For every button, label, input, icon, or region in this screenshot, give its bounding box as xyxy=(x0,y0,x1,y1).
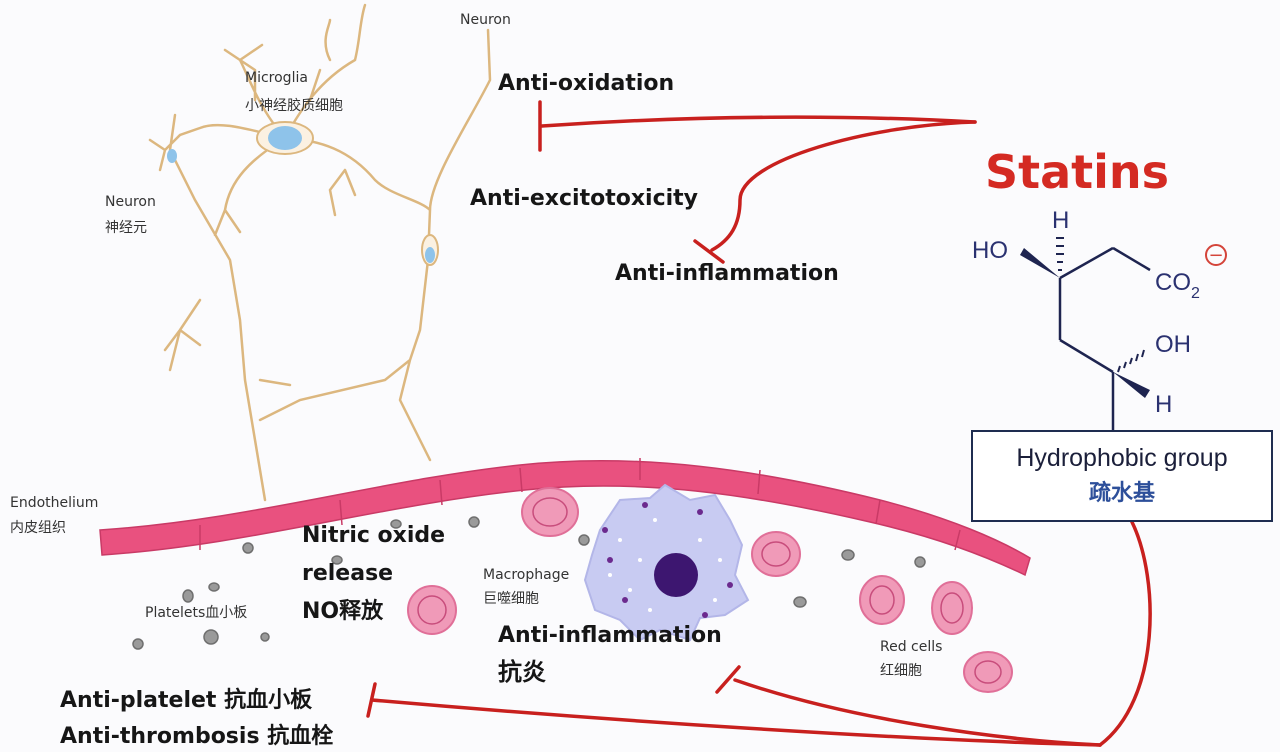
h-top-atom: H xyxy=(1052,207,1069,234)
wedge-bond xyxy=(1020,248,1060,278)
nitric-oxide-label-1: Nitric oxide xyxy=(302,523,445,548)
neuron-left-cn-label: 神经元 xyxy=(105,220,147,236)
anti-inflammation-bottom-label: Anti-inflammation xyxy=(498,623,722,648)
endothelium-membrane xyxy=(99,458,1031,577)
anti-excitotoxicity-label: Anti-excitotoxicity xyxy=(470,186,698,211)
microglia-label: Microglia xyxy=(245,70,308,86)
neuron-top-label: Neuron xyxy=(460,12,511,28)
nitric-oxide-label-3: NO释放 xyxy=(302,598,384,624)
anti-thrombosis-label: Anti-thrombosis 抗血栓 xyxy=(60,723,333,749)
statin-molecule: H HO CO2 − OH H xyxy=(972,207,1227,430)
co2-group: CO2 xyxy=(1155,269,1200,302)
neuron-left-label: Neuron xyxy=(105,194,156,210)
platelets-label: Platelets血小板 xyxy=(145,605,247,621)
oh-group: OH xyxy=(1155,331,1191,358)
microglia-cn-label: 小神经胶质细胞 xyxy=(245,97,343,114)
red-cells-cn-label: 红细胞 xyxy=(880,663,922,679)
anti-inflammation-top-label: Anti-inflammation xyxy=(615,261,839,286)
hydrophobic-group-cn-label: 疏水基 xyxy=(1089,480,1156,506)
red-cells-label: Red cells xyxy=(880,639,942,655)
endothelium-cn-label: 内皮组织 xyxy=(10,520,66,536)
neuron-nucleus xyxy=(425,247,435,263)
macrophage-cn-label: 巨噬细胞 xyxy=(483,591,539,607)
anti-inflammation-bottom-cn-label: 抗炎 xyxy=(498,658,546,686)
anti-platelet-label: Anti-platelet 抗血小板 xyxy=(60,687,313,713)
anti-oxidation-label: Anti-oxidation xyxy=(498,71,674,96)
nitric-oxide-label-2: release xyxy=(302,561,393,586)
hydrophobic-group-label: Hydrophobic group xyxy=(1016,444,1227,472)
hydrophobic-group-box: Hydrophobic group 疏水基 xyxy=(971,430,1273,522)
statins-title: Statins xyxy=(985,145,1169,199)
h-bottom-atom: H xyxy=(1155,391,1172,418)
macrophage xyxy=(583,483,750,642)
microglia-nucleus xyxy=(268,126,302,150)
inhibition-arrows xyxy=(366,100,1152,747)
negative-charge-icon xyxy=(1205,244,1227,266)
endothelium-label: Endothelium xyxy=(10,495,98,511)
platelets xyxy=(132,516,926,650)
ho-group: HO xyxy=(972,237,1008,264)
macrophage-label: Macrophage xyxy=(483,567,569,583)
red-blood-cells xyxy=(407,487,1013,693)
neuron-network xyxy=(148,3,492,502)
svg-text:−: − xyxy=(1208,245,1223,266)
